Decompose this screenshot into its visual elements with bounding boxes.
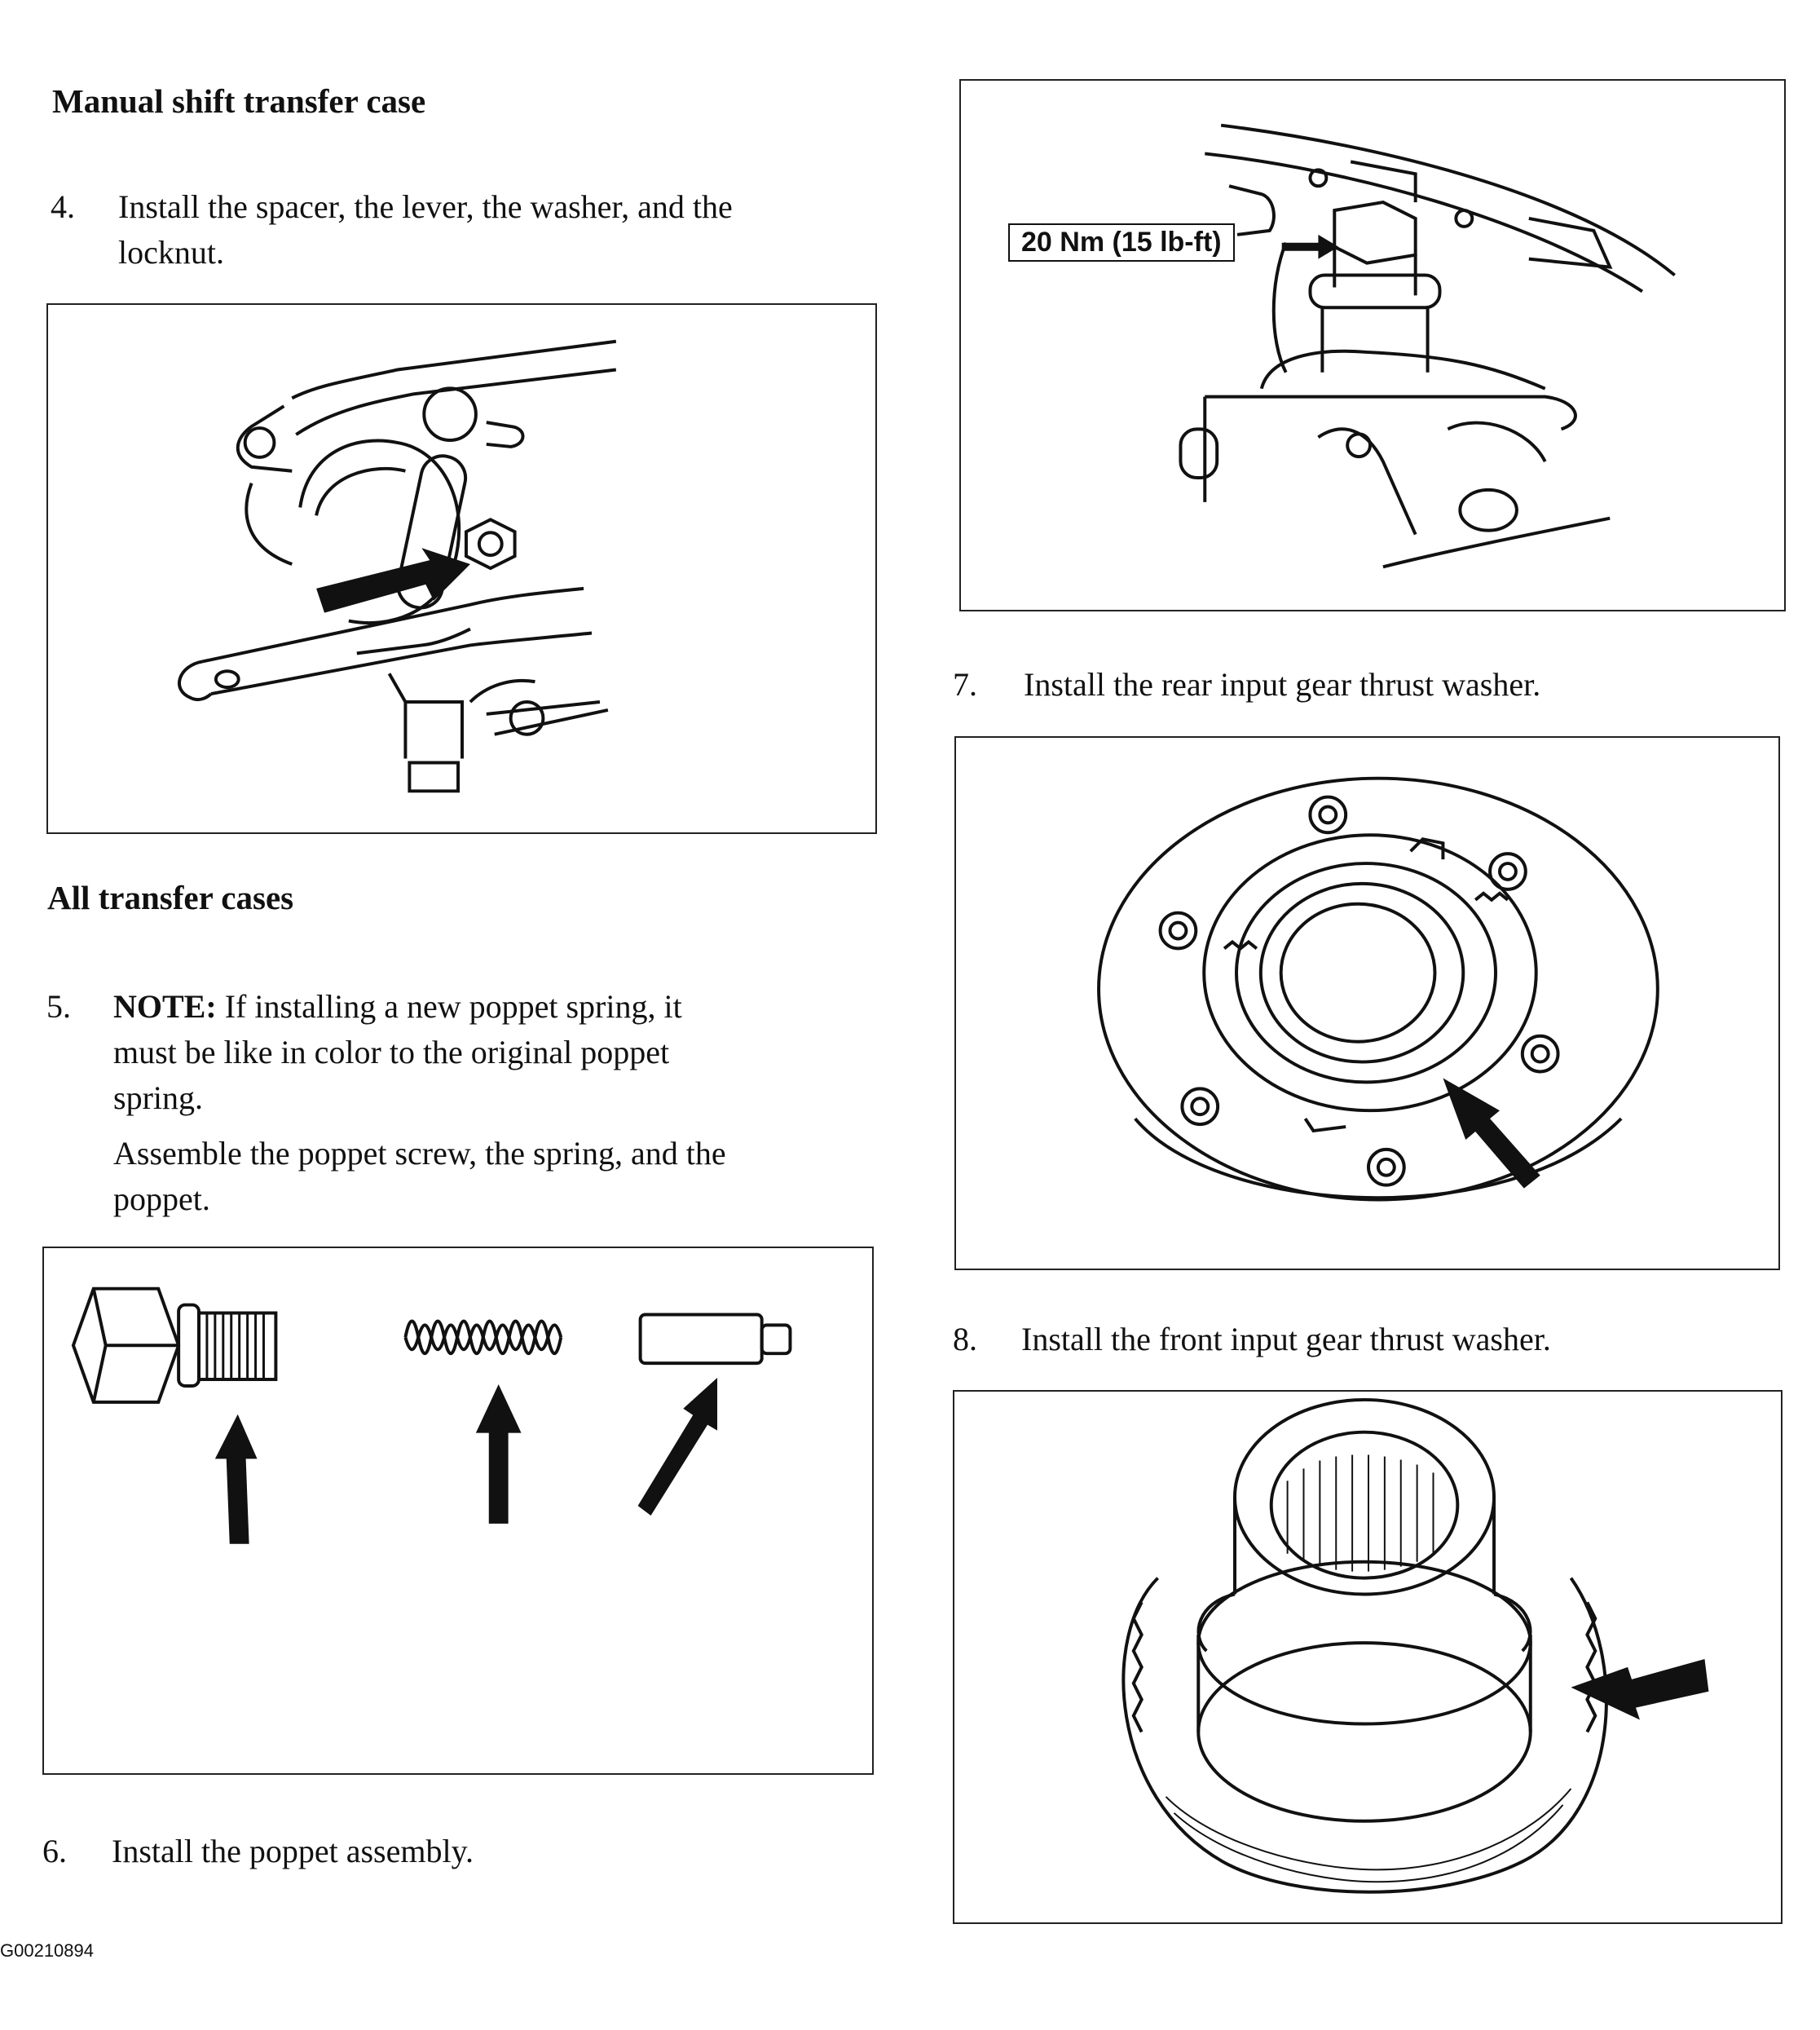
step-5-note-line1: NOTE: If installing a new poppet spring,… [113, 984, 682, 1030]
note-text-line1: If installing a new poppet spring, it [224, 988, 682, 1025]
arrow-icon [1281, 234, 1339, 259]
step-7: 7. Install the rear input gear thrust wa… [953, 662, 1784, 711]
step-6: 6. Install the poppet assembly. [42, 1829, 874, 1878]
step-8-number: 8. [953, 1321, 977, 1357]
step-5: 5. NOTE: If installing a new poppet spri… [46, 984, 878, 1220]
step-5-number: 5. [46, 988, 71, 1025]
figure-code: G00210894 [0, 1940, 94, 1961]
rear-thrust-washer-illustration [1097, 776, 1659, 1202]
step-4-text-line2: locknut. [118, 234, 224, 271]
torque-bolt-illustration [1179, 123, 1676, 569]
poppet-parts-illustration [71, 1286, 792, 1544]
step-4: 4. Install the spacer, the lever, the wa… [51, 184, 874, 282]
step-7-text: Install the rear input gear thrust washe… [1024, 666, 1541, 703]
step-7-number: 7. [953, 666, 977, 703]
heading-all-transfer-cases: All transfer cases [47, 879, 294, 916]
step-5-note-line2: must be like in color to the original po… [113, 1034, 670, 1070]
step-5-note-line3: spring. [113, 1079, 203, 1116]
arrow-icon [214, 1378, 718, 1544]
lever-assembly-illustration [178, 339, 617, 793]
step-4-text-line1: Install the spacer, the lever, the washe… [118, 188, 733, 225]
front-thrust-washer-illustration [1122, 1397, 1709, 1894]
step-4-number: 4. [51, 188, 75, 225]
arrow-icon [1571, 1658, 1709, 1720]
note-label: NOTE: [113, 988, 217, 1025]
heading-manual-shift: Manual shift transfer case [52, 82, 426, 120]
torque-callout: 20 Nm (15 lb-ft) [1008, 223, 1235, 262]
figure-front-thrust-washer [953, 1390, 1783, 1924]
step-8: 8. Install the front input gear thrust w… [953, 1317, 1784, 1366]
figure-poppet-parts [42, 1247, 874, 1775]
step-5-body-line2: poppet. [113, 1180, 210, 1217]
step-8-text: Install the front input gear thrust wash… [1021, 1321, 1551, 1357]
figure-lever-locknut [46, 303, 877, 834]
arrow-icon [316, 548, 470, 613]
figure-rear-thrust-washer [954, 736, 1780, 1270]
step-6-text: Install the poppet assembly. [112, 1833, 474, 1869]
arrow-icon [1443, 1078, 1540, 1189]
figure-torque-bolt: 20 Nm (15 lb-ft) [959, 79, 1786, 611]
step-5-body-line1: Assemble the poppet screw, the spring, a… [113, 1135, 726, 1172]
step-6-number: 6. [42, 1833, 67, 1869]
